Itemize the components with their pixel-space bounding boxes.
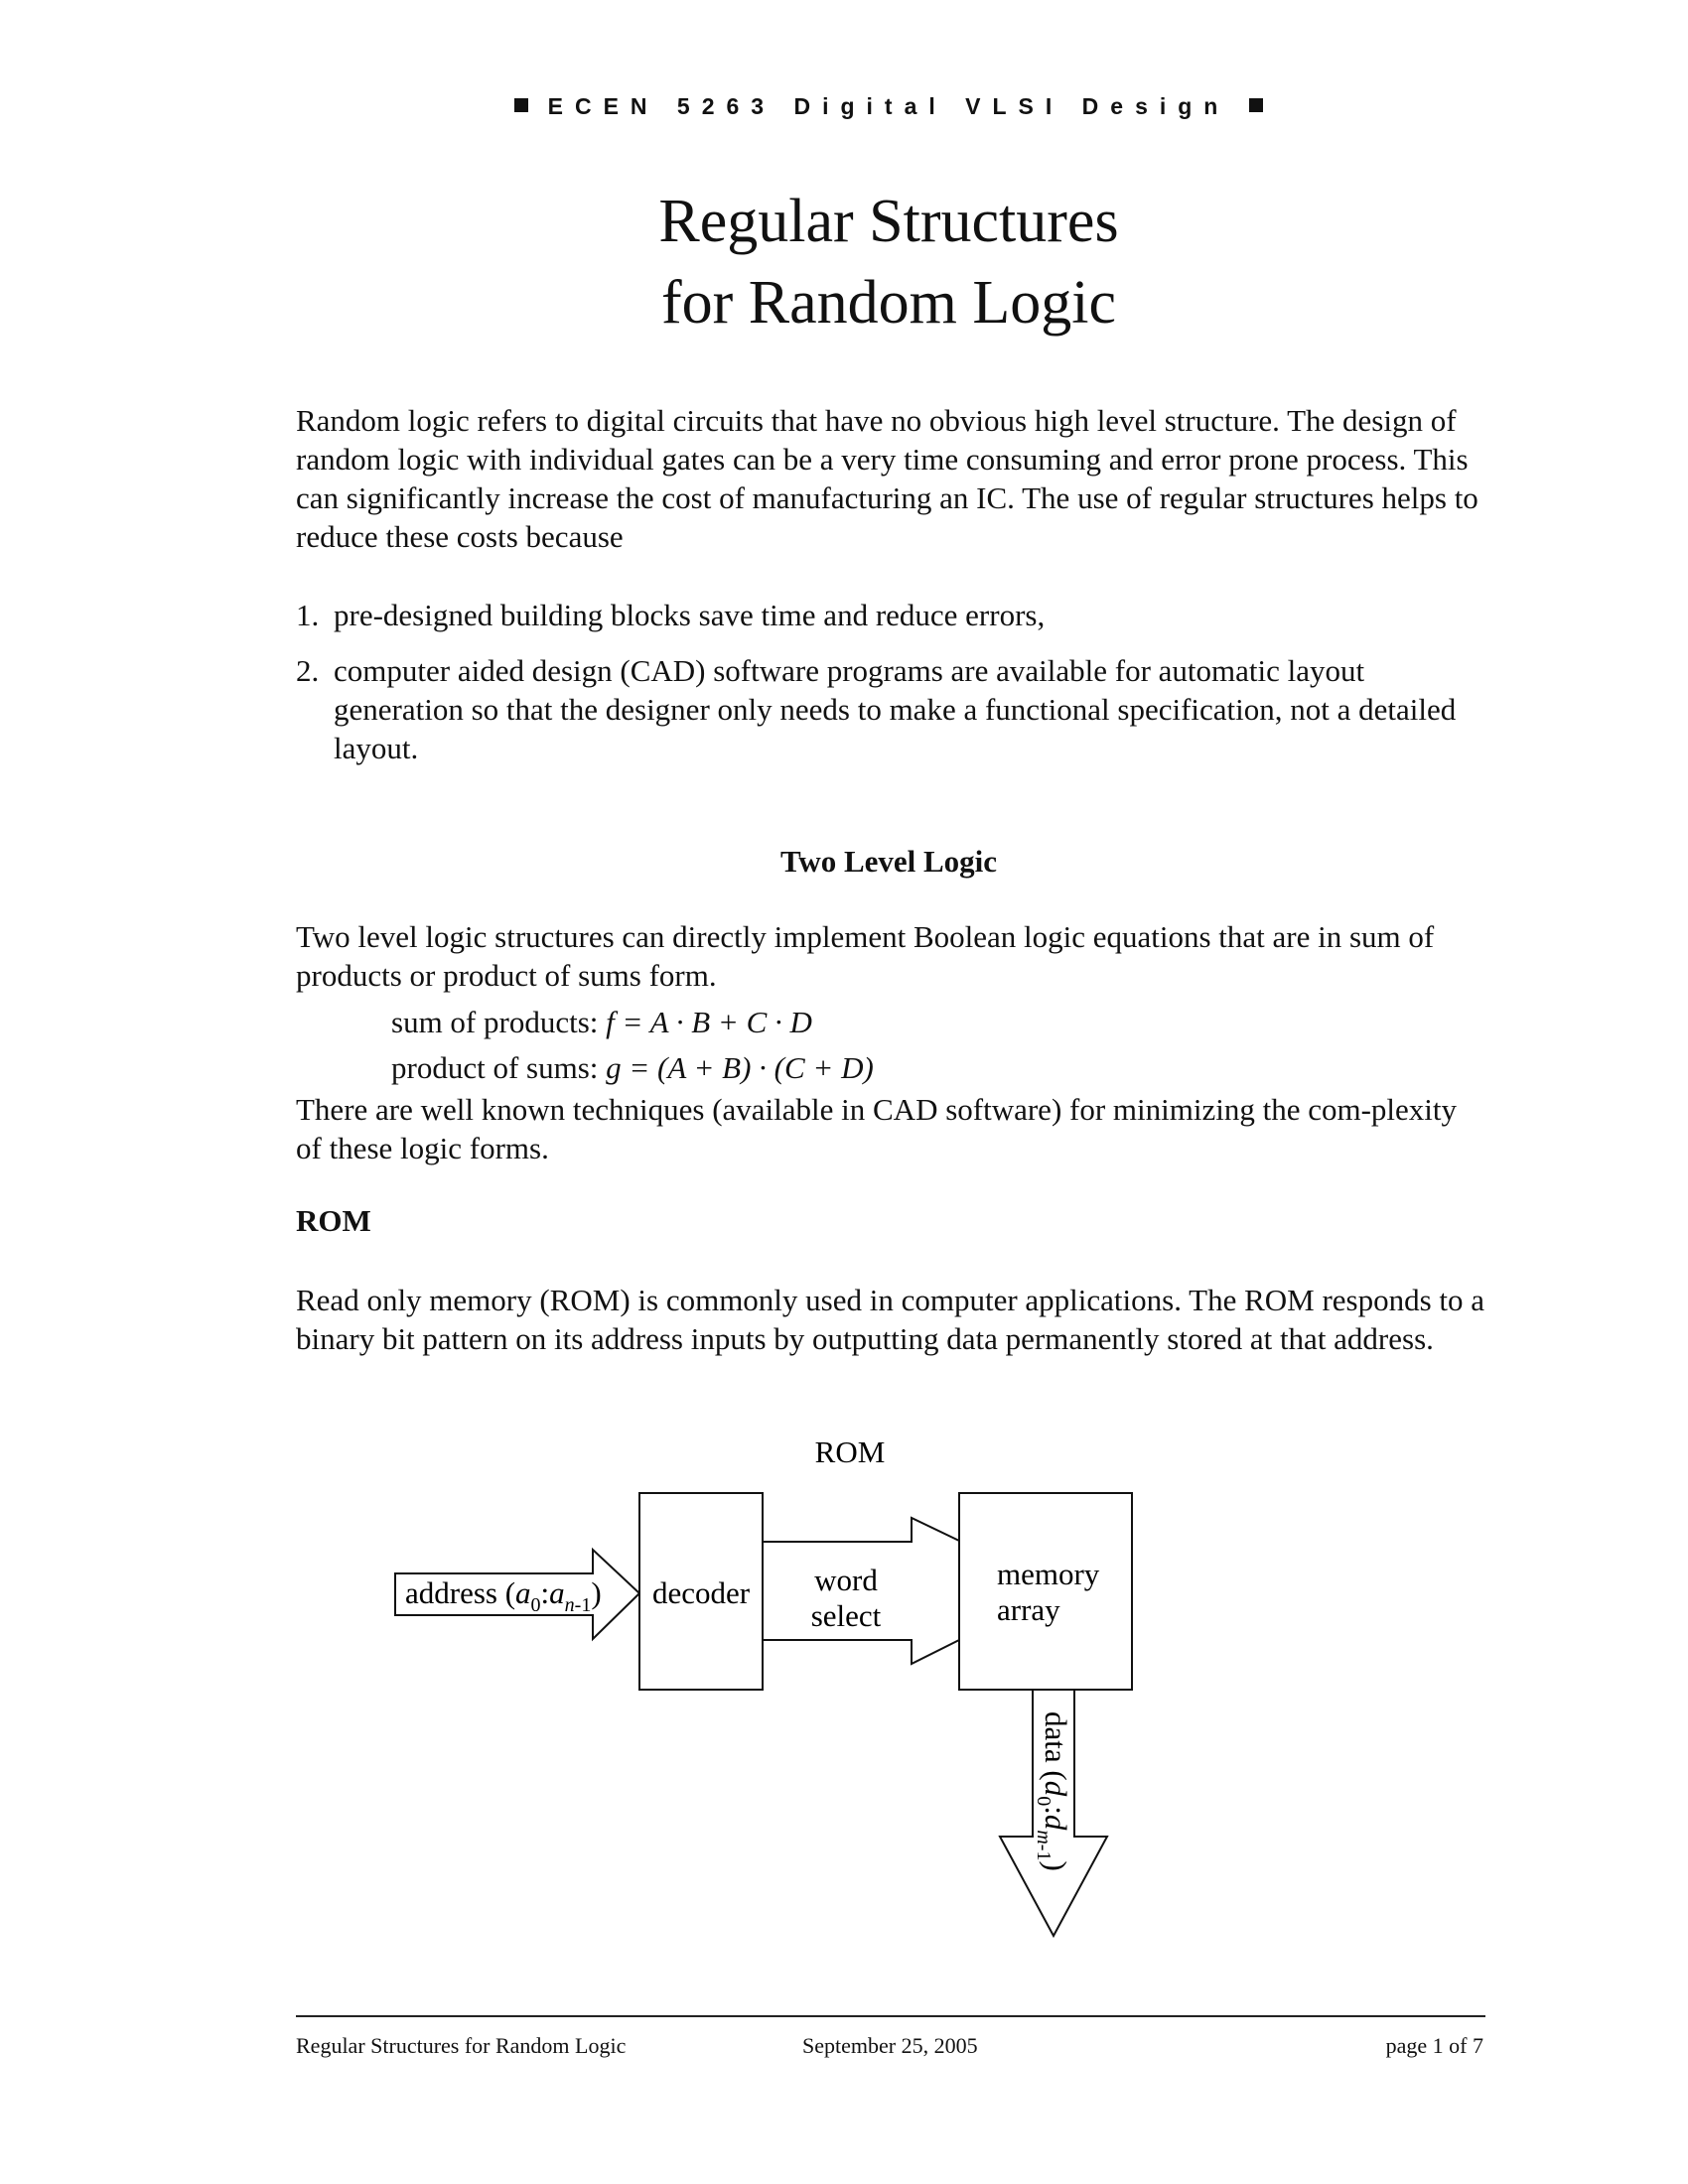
bullet-square-icon bbox=[513, 98, 528, 112]
list-number: 1. bbox=[296, 598, 320, 632]
section-heading-two-level-logic: Two Level Logic bbox=[779, 844, 998, 879]
title-line-2: for Random Logic bbox=[660, 269, 1116, 337]
data-label: data (d0:dm-1) bbox=[1033, 1711, 1073, 1871]
equation-label: sum of products: bbox=[391, 1005, 599, 1039]
document-title: Regular Structures for Random Logic bbox=[0, 181, 1688, 343]
rom-paragraph: Read only memory (ROM) is commonly used … bbox=[296, 1283, 1485, 1356]
memory-array-box bbox=[958, 1492, 1133, 1691]
equation-label: product of sums: bbox=[391, 1050, 599, 1085]
address-label: address (a0:an-1) bbox=[405, 1575, 602, 1616]
word-label: word bbox=[814, 1563, 878, 1597]
footer-date: September 25, 2005 bbox=[802, 2033, 978, 2058]
diagram-title: ROM bbox=[815, 1434, 886, 1469]
equation-product-of-sums: product of sums: g = (A + B) · (C + D) bbox=[391, 1050, 874, 1086]
two-level-paragraph: Two level logic structures can directly … bbox=[296, 919, 1435, 993]
intro-paragraph: Random logic refers to digital circuits … bbox=[296, 403, 1478, 554]
select-label: select bbox=[811, 1598, 882, 1633]
data-output-arrow bbox=[998, 1689, 1109, 1939]
bullet-square-icon bbox=[1249, 98, 1264, 112]
footer-page-number: page 1 of 7 bbox=[1385, 2033, 1483, 2058]
course-header: ECEN 5263 Digital VLSI Design bbox=[0, 93, 1688, 120]
list-number: 2. bbox=[296, 653, 320, 688]
footer-title: Regular Structures for Random Logic bbox=[296, 2033, 627, 2058]
footer-rule bbox=[296, 2015, 1485, 2017]
equation-math: g = (A + B) · (C + D) bbox=[606, 1050, 874, 1085]
decoder-label: decoder bbox=[652, 1575, 751, 1610]
list-text: computer aided design (CAD) software pro… bbox=[334, 653, 1457, 765]
course-title: ECEN 5263 Digital VLSI Design bbox=[547, 93, 1230, 119]
section-heading-rom: ROM bbox=[296, 1203, 371, 1238]
title-line-1: Regular Structures bbox=[658, 188, 1119, 255]
memory-label: memory bbox=[997, 1557, 1100, 1591]
equation-sum-of-products: sum of products: f = A · B + C · D bbox=[391, 1005, 812, 1040]
list-text: pre-designed building blocks save time a… bbox=[334, 598, 1046, 632]
minimize-paragraph: There are well known techniques (availab… bbox=[296, 1092, 1458, 1165]
array-label: array bbox=[997, 1592, 1060, 1627]
address-arrow bbox=[394, 1547, 641, 1642]
equation-math: f = A · B + C · D bbox=[606, 1005, 812, 1039]
decoder-box bbox=[638, 1492, 764, 1691]
